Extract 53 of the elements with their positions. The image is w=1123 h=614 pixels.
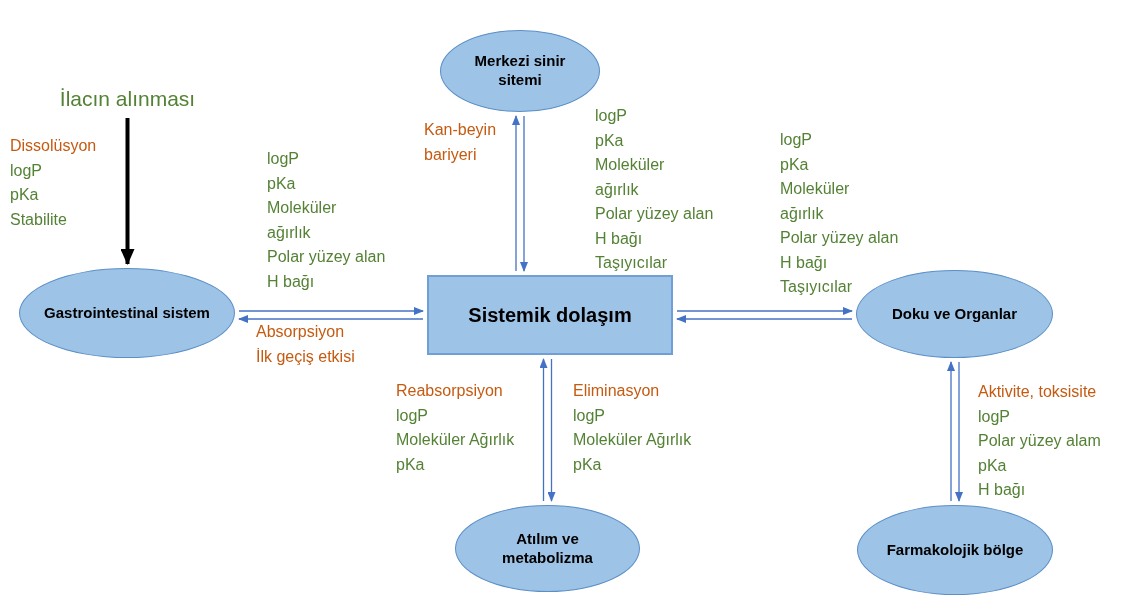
property-label: logP	[573, 405, 606, 426]
condition-label: Eliminasyon	[573, 381, 660, 401]
arrow	[547, 358, 556, 502]
arrow	[520, 115, 528, 272]
arrow	[947, 361, 955, 502]
property-label: Taşıyıcılar	[595, 253, 667, 273]
property-label: pKa	[780, 154, 809, 175]
property-label: Polar yüzey alan	[267, 247, 386, 267]
property-label: Taşıyıcılar	[780, 277, 852, 297]
property-label: Moleküler Ağırlık	[396, 430, 515, 450]
property-label: H bağı	[595, 228, 643, 249]
process-box: Sistemik dolaşım	[427, 275, 673, 355]
property-label: Moleküler ağırlık	[267, 198, 338, 243]
ellipse-node: Atılım ve metabolizma	[455, 505, 640, 592]
property-label: pKa	[595, 130, 624, 151]
property-label: Polar yüzey alan	[595, 204, 714, 224]
condition-label: Dissolüsyon	[10, 136, 97, 156]
property-label: Polar yüzey alam	[978, 431, 1101, 451]
property-label: Stabilite	[10, 209, 67, 230]
property-label: logP	[267, 149, 300, 169]
ellipse-node: Gastrointestinal sistem	[19, 268, 235, 358]
condition-label: Absorpsiyon	[256, 322, 345, 342]
property-label: logP	[780, 130, 813, 150]
property-label: Moleküler ağırlık	[780, 179, 851, 224]
ellipse-node: Farmakolojik bölge	[857, 505, 1053, 595]
arrow	[676, 315, 853, 323]
property-label: Moleküler ağırlık	[595, 155, 666, 200]
property-label: H bağı	[978, 480, 1026, 500]
property-label: Polar yüzey alan	[780, 228, 899, 248]
property-label: H bağı	[267, 271, 315, 292]
property-label: pKa	[10, 185, 39, 205]
condition-label: Aktivite, toksisite	[978, 382, 1097, 402]
property-label: pKa	[396, 454, 425, 475]
property-label: logP	[396, 405, 429, 426]
ellipse-node: Doku ve Organlar	[856, 270, 1053, 358]
property-label: Moleküler Ağırlık	[573, 430, 692, 450]
arrow	[238, 307, 424, 315]
condition-label: Reabsorpsiyon	[396, 381, 503, 401]
arrow	[120, 118, 135, 265]
property-label: pKa	[267, 173, 296, 194]
property-label: pKa	[573, 454, 602, 475]
condition-label: Kan-beyin bariyeri	[424, 120, 498, 165]
arrow	[539, 358, 548, 502]
property-label: logP	[10, 160, 43, 181]
start-text: İlacın alınması	[40, 84, 215, 114]
property-label: H bağı	[780, 252, 828, 273]
property-label: logP	[978, 406, 1011, 427]
arrow	[512, 115, 520, 272]
property-label: pKa	[978, 455, 1007, 476]
arrow	[238, 315, 424, 323]
arrow	[676, 307, 853, 315]
arrow	[955, 361, 963, 502]
condition-label: İlk geçiş etkisi	[256, 346, 355, 367]
